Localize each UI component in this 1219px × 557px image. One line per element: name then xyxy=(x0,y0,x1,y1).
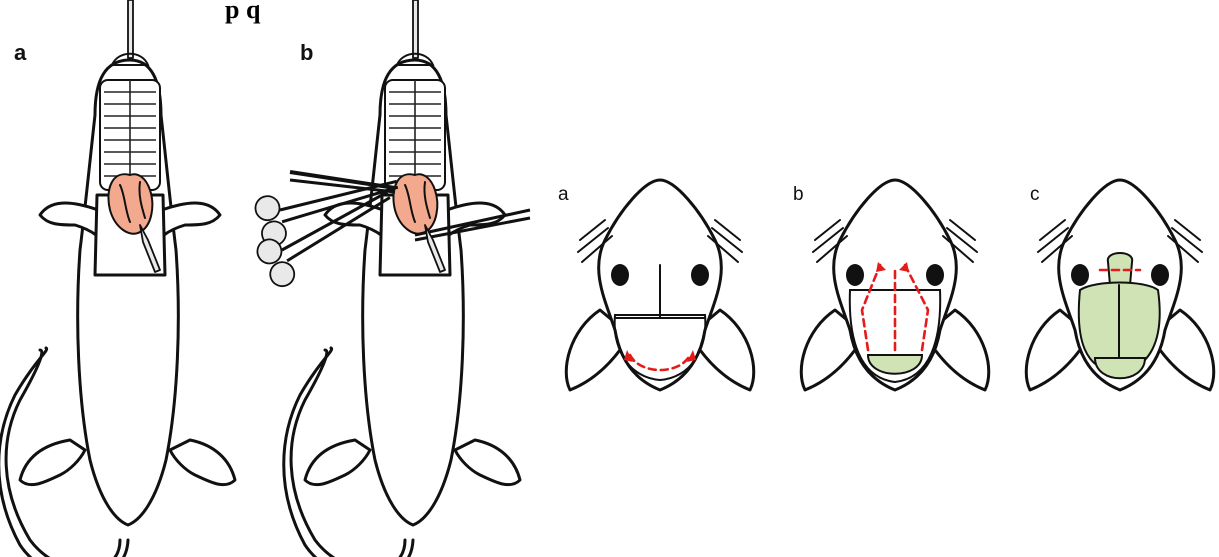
panel-label-a: a xyxy=(14,40,27,65)
forceps-top-icon xyxy=(128,0,133,58)
right-panel-b: b xyxy=(793,180,989,390)
right-label-c: c xyxy=(1030,184,1040,205)
heading-fragment: p q xyxy=(225,0,261,24)
right-label-b: b xyxy=(793,184,804,205)
forceps-top-icon-b xyxy=(413,0,418,58)
mouse-body-illustration xyxy=(0,54,235,557)
right-panel-a: a xyxy=(558,180,754,390)
mouse-body-illustration-b xyxy=(284,54,520,557)
left-panel-b: b xyxy=(253,0,530,557)
right-panel-c: c xyxy=(1026,180,1214,390)
panel-label-b: b xyxy=(300,40,313,65)
left-panel-a: a xyxy=(0,0,235,557)
right-label-a: a xyxy=(558,184,569,205)
